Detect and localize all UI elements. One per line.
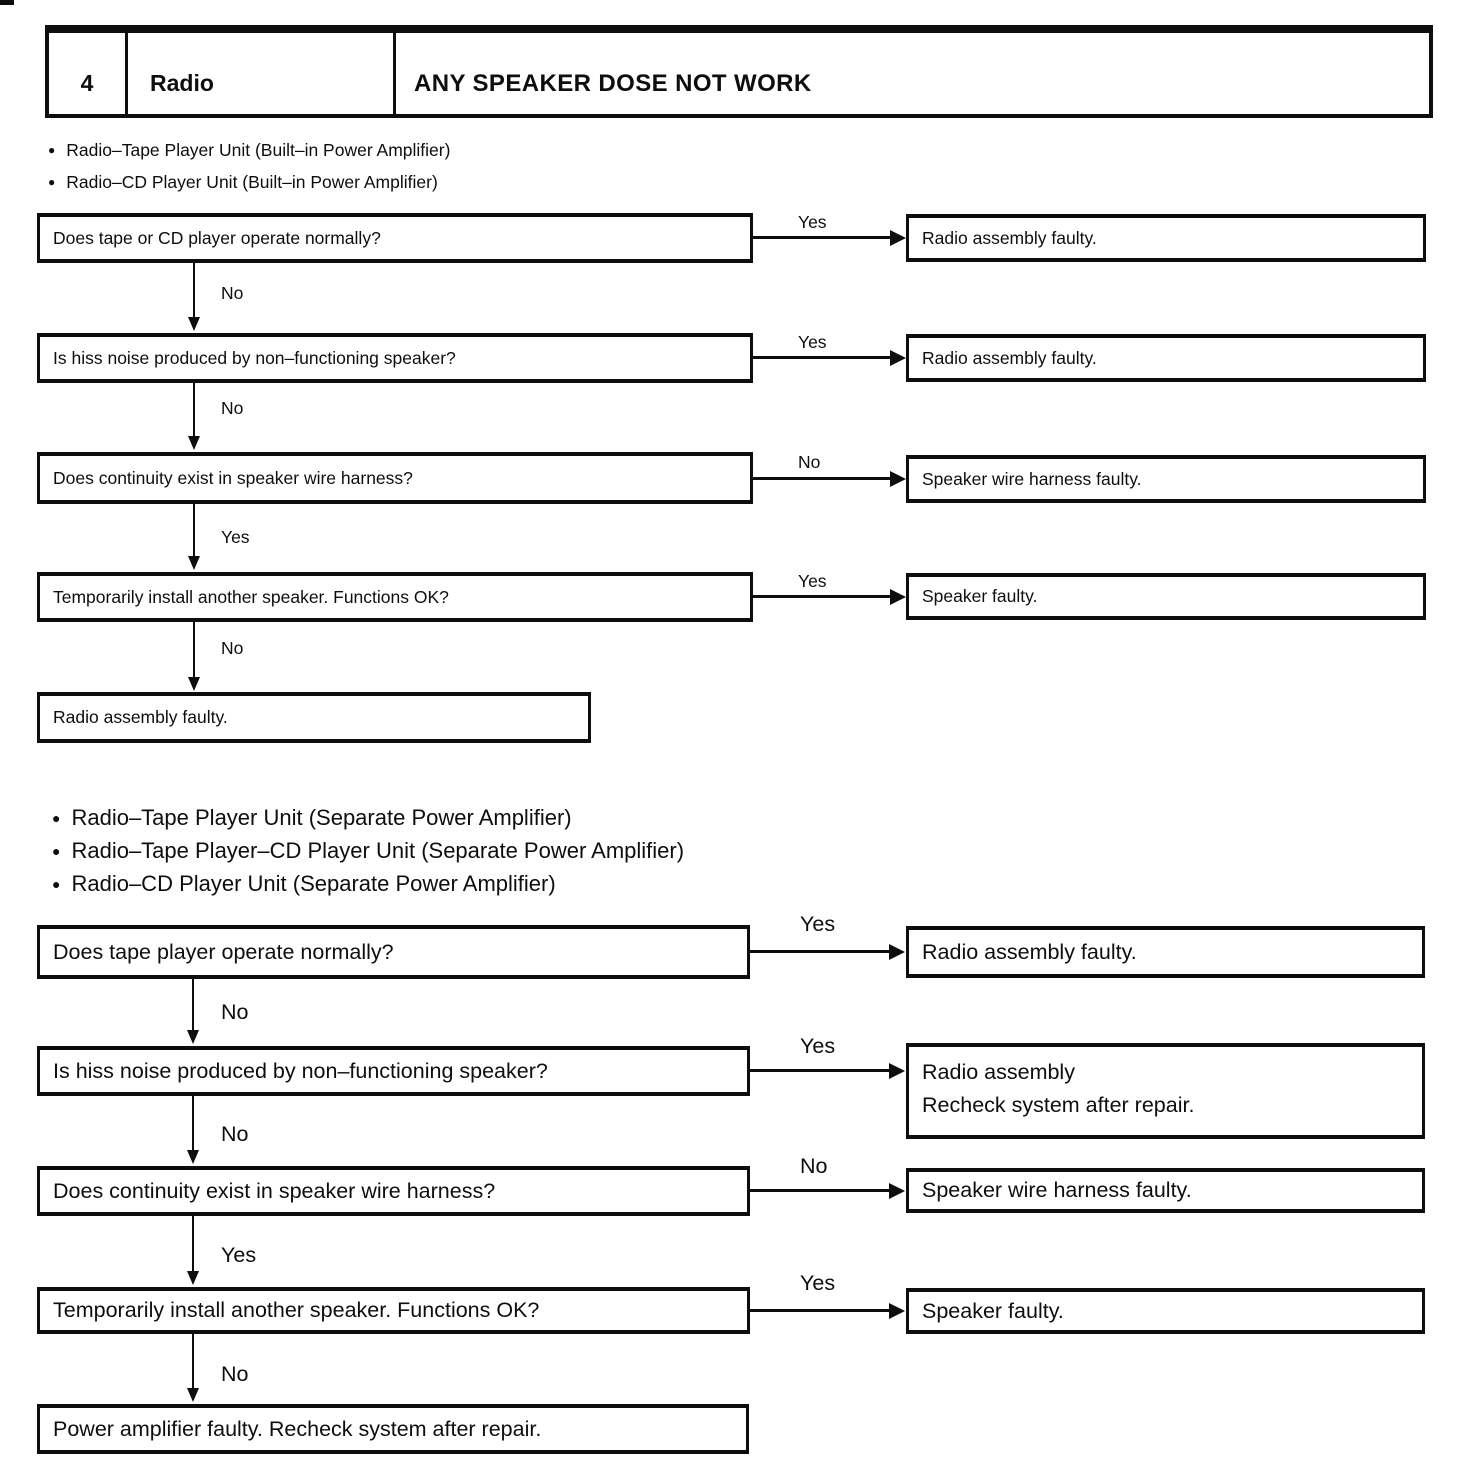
path-label: No [221,1122,249,1146]
down-arrow [187,1216,199,1285]
page-title: ANY SPEAKER DOSE NOT WORK [393,33,1429,114]
bullet-item: ● Radio–CD Player Unit (Built–in Power A… [48,167,438,197]
builtin-q3-box: Does continuity exist in speaker wire ha… [37,452,753,504]
right-arrow [748,1062,905,1079]
question-text: Is hiss noise produced by non–functionin… [53,347,456,368]
separate-r4-box: Speaker faulty. [906,1288,1425,1334]
question-text: Does continuity exist in speaker wire ha… [53,1178,496,1203]
right-arrow [748,1182,905,1199]
builtin-q1-box: Does tape or CD player operate normally? [37,213,753,263]
right-arrow [751,470,906,487]
result-text: Recheck system after repair. [922,1093,1195,1117]
right-arrow [751,229,906,246]
builtin-r2-box: Radio assembly faulty. [906,334,1426,382]
bullet-label: Radio–Tape Player Unit (Separate Power A… [71,804,572,830]
bullet-label: Radio–Tape Player–CD Player Unit (Separa… [71,837,685,863]
bullet-item: ● Radio–Tape Player–CD Player Unit (Sepa… [52,834,684,867]
result-text: Radio assembly faulty. [922,227,1097,248]
branch-label: Yes [798,332,827,352]
question-text: Does tape player operate normally? [53,939,394,964]
header-table: 4 Radio ANY SPEAKER DOSE NOT WORK [45,25,1433,118]
bullet-icon: ● [52,875,61,892]
separate-r1-box: Radio assembly faulty. [906,926,1425,978]
down-arrow [187,1334,199,1402]
result-text: Radio assembly faulty. [53,707,228,727]
bullet-item: ● Radio–Tape Player Unit (Separate Power… [52,801,572,834]
question-text: Temporarily install another speaker. Fun… [53,1298,540,1322]
question-text: Does tape or CD player operate normally? [53,227,381,248]
bullet-label: Radio–CD Player Unit (Separate Power Amp… [71,870,556,896]
down-arrow [188,622,200,691]
bullet-label: Radio–Tape Player Unit (Built–in Power A… [66,139,451,160]
builtin-q2-box: Is hiss noise produced by non–functionin… [37,333,753,383]
header-number: 4 [80,70,94,96]
branch-label: No [800,1154,828,1178]
right-arrow [748,1302,905,1319]
branch-label: No [798,452,821,472]
branch-label: Yes [800,1034,836,1058]
question-text: Does continuity exist in speaker wire ha… [53,467,413,488]
right-arrow [748,943,905,960]
builtin-r3-box: Speaker wire harness faulty. [906,455,1426,503]
path-label: No [221,283,244,303]
separate-q3-box: Does continuity exist in speaker wire ha… [37,1166,750,1216]
separate-q2-box: Is hiss noise produced by non–functionin… [37,1046,750,1096]
down-arrow [188,383,200,450]
question-text: Temporarily install another speaker. Fun… [53,586,449,607]
right-arrow [751,349,906,366]
bullet-icon: ● [48,143,56,157]
bullet-item: ● Radio–Tape Player Unit (Built–in Power… [48,135,450,165]
result-text: Radio assembly [922,1060,1075,1084]
builtin-r1-box: Radio assembly faulty. [906,214,1426,262]
branch-label: Yes [798,212,827,232]
down-arrow [187,1096,199,1164]
path-label: No [221,1362,249,1386]
separate-r2-box: Radio assembly Recheck system after repa… [906,1043,1425,1139]
builtin-q4-box: Temporarily install another speaker. Fun… [37,572,753,622]
result-text: Speaker wire harness faulty. [922,468,1142,489]
branch-label: Yes [800,1271,836,1295]
path-label: Yes [221,527,250,547]
bullet-label: Radio–CD Player Unit (Built–in Power Amp… [66,171,438,192]
builtin-final-box: Radio assembly faulty. [37,692,591,743]
down-arrow [188,263,200,331]
separate-q1-box: Does tape player operate normally? [37,925,750,979]
bullet-icon: ● [48,175,56,189]
result-text: Speaker faulty. [922,586,1038,606]
path-label: No [221,638,244,658]
result-text: Speaker wire harness faulty. [922,1178,1192,1202]
result-text: Speaker faulty. [922,1298,1064,1323]
path-label: No [221,1000,249,1024]
bullet-item: ● Radio–CD Player Unit (Separate Power A… [52,867,556,900]
path-label: No [221,398,244,418]
bullet-icon: ● [52,842,61,859]
result-text: Power amplifier faulty. Recheck system a… [53,1416,542,1441]
result-text: Radio assembly faulty. [922,939,1137,964]
result-text: Radio assembly faulty. [922,347,1097,368]
path-label: Yes [221,1243,257,1267]
builtin-r4-box: Speaker faulty. [906,573,1426,620]
separate-final-box: Power amplifier faulty. Recheck system a… [37,1404,749,1454]
question-text: Is hiss noise produced by non–functionin… [53,1058,548,1083]
down-arrow [187,979,199,1044]
header-section: Radio [125,33,393,114]
branch-label: Yes [800,912,836,936]
scan-artifact [0,0,14,5]
separate-q4-box: Temporarily install another speaker. Fun… [37,1287,750,1334]
branch-label: Yes [798,571,827,591]
down-arrow [188,504,200,570]
separate-r3-box: Speaker wire harness faulty. [906,1168,1425,1213]
right-arrow [751,588,906,605]
bullet-icon: ● [52,809,61,826]
